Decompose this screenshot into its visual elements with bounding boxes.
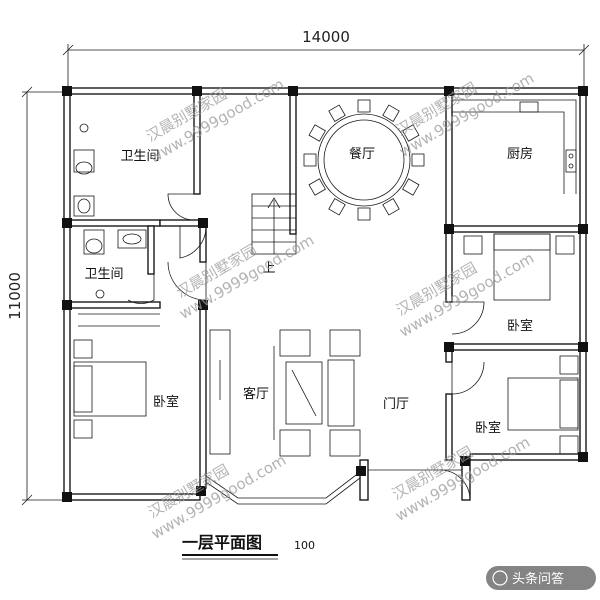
credit-badge: 头条问答 xyxy=(486,566,596,590)
dimension-top: 14000 xyxy=(62,28,590,88)
room-label-bathroom-2: 卫生间 xyxy=(84,267,123,282)
stair-up-label: 上 xyxy=(262,261,275,276)
dining-chair xyxy=(382,104,400,122)
columns xyxy=(62,86,588,502)
living-furniture xyxy=(209,329,361,457)
dining-chair xyxy=(357,207,371,221)
room-label-bedroom-w: 卧室 xyxy=(153,394,179,410)
plan-scale: 100 xyxy=(294,539,315,552)
dining-chair xyxy=(382,198,400,216)
doors xyxy=(127,193,485,501)
plan-title-text: 一层平面图 xyxy=(182,533,262,552)
bathroom-fixtures xyxy=(73,123,147,299)
dining-chair xyxy=(328,198,346,216)
watermarks: 汉晨别墅家园 www.9999good.com 汉晨别墅家园 www.9999g… xyxy=(143,69,537,543)
room-label-foyer: 门厅 xyxy=(383,397,409,412)
room-label-living: 客厅 xyxy=(243,386,269,402)
dining-chair xyxy=(328,104,346,122)
dining-chair xyxy=(402,178,420,196)
plan-title: 一层平面图 100 xyxy=(182,533,315,560)
credit-icon xyxy=(492,570,508,586)
bed-northeast xyxy=(463,233,575,301)
room-label-dining: 餐厅 xyxy=(349,146,375,162)
dimension-left: 11000 xyxy=(6,86,66,506)
kitchen-fixtures xyxy=(452,99,577,194)
credit-text: 头条问答 xyxy=(512,571,564,587)
staircase: 上 xyxy=(251,193,297,276)
dimension-height: 11000 xyxy=(6,272,24,320)
dining-chair xyxy=(308,124,326,142)
dimension-width: 14000 xyxy=(302,28,350,46)
dining-table xyxy=(303,99,425,221)
bed-west xyxy=(73,313,160,439)
room-label-kitchen: 厨房 xyxy=(507,146,533,162)
room-label-bedroom-se: 卧室 xyxy=(475,420,501,436)
dining-chair xyxy=(357,99,371,113)
room-label-bathroom-1: 卫生间 xyxy=(120,149,159,164)
dining-chair xyxy=(411,153,425,167)
dining-chair xyxy=(402,124,420,142)
dining-chair xyxy=(308,178,326,196)
dining-chair xyxy=(303,153,317,167)
room-label-bedroom-ne: 卧室 xyxy=(507,318,533,334)
bed-southeast xyxy=(507,355,579,455)
